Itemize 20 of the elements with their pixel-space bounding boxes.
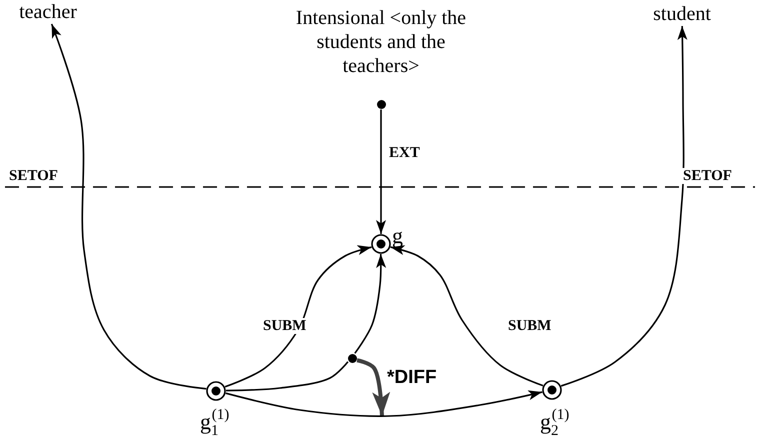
connector-line [226,361,349,392]
node-label: student [640,2,724,26]
arrow [390,245,544,386]
dot-node [346,352,358,364]
edge-label: *DIFF [386,368,438,388]
arrow [224,245,372,388]
arrow [560,26,688,387]
arrow [50,24,206,390]
node-label: Intensional <only the students and the teachers> [291,6,471,78]
arrow [376,110,386,234]
ring-node [541,379,563,401]
arrow [226,390,542,417]
edge-label: SETOF [682,168,733,184]
edge-label: SUBM [262,318,308,334]
node-label: teacher [12,0,84,24]
ring-node [370,233,392,255]
pointer-arrow [356,358,390,416]
ring-node [205,380,227,402]
dot-node [374,98,388,110]
arrow [354,254,386,354]
